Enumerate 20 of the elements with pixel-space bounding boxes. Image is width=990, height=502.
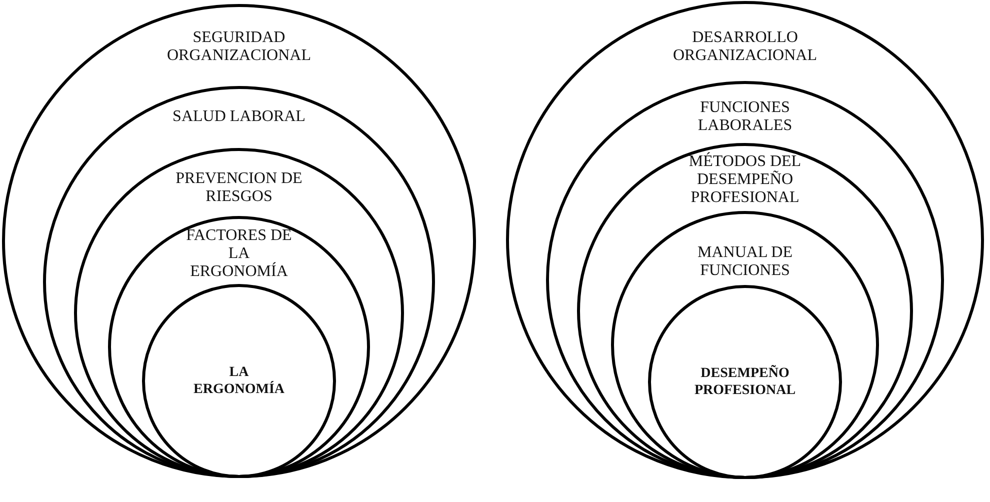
ring-label: FACTORES DE LA ERGONOMÍA <box>185 227 293 281</box>
nested-circle <box>611 211 879 479</box>
center-label: LA ERGONOMÍA <box>192 364 286 398</box>
ring-label: FUNCIONES LABORALES <box>696 99 794 135</box>
nested-circle <box>108 216 370 478</box>
nested-circle <box>546 81 944 479</box>
outer-circle <box>2 4 476 478</box>
ring-label: DESARROLLO ORGANIZACIONAL <box>672 29 818 65</box>
ring-label: SALUD LABORAL <box>172 108 306 126</box>
outer-circle <box>506 1 984 479</box>
center-label: DESEMPEÑO PROFESIONAL <box>693 365 797 399</box>
nested-circle <box>142 284 336 478</box>
ring-label: MÉTODOS DEL DESEMPEÑO PROFESIONAL <box>688 153 802 207</box>
nested-circle <box>74 148 404 478</box>
ring-label: MANUAL DE FUNCIONES <box>696 244 794 280</box>
ring-label: SEGURIDAD ORGANIZACIONAL <box>166 29 312 65</box>
ring-label: PREVENCION DE RIESGOS <box>174 170 304 206</box>
nested-circle <box>648 285 842 479</box>
nested-circle <box>577 143 913 479</box>
nested-circle <box>43 86 435 478</box>
